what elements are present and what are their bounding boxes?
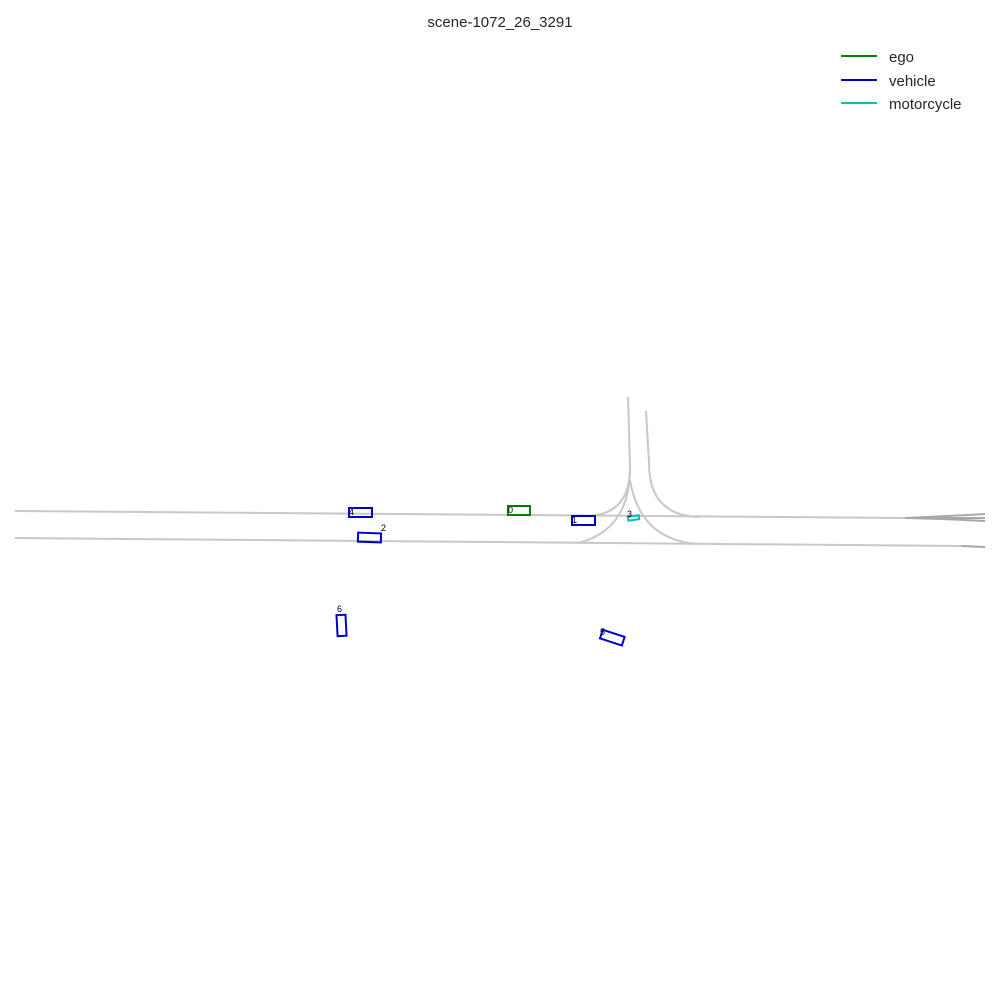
agent-box-vehicle — [571, 515, 596, 526]
lane-line — [648, 462, 699, 518]
agent-box-ego — [507, 505, 531, 516]
agent-id-label: 0 — [508, 505, 513, 515]
lane-line — [629, 479, 699, 545]
lane-line — [627, 396, 631, 469]
agents: 0 1 2 3 4 5 6 — [335, 505, 641, 647]
agent-id-label: 4 — [349, 507, 354, 517]
lane-line — [904, 517, 986, 522]
agent-id-label: 6 — [337, 604, 342, 614]
lane-network — [14, 396, 986, 548]
lane-line — [14, 510, 906, 519]
lane-line — [577, 467, 631, 544]
agent-id-label: 5 — [600, 627, 605, 637]
lane-line — [589, 467, 631, 517]
lane-line — [14, 537, 963, 547]
agent-box-vehicle — [598, 628, 626, 647]
lane-line — [645, 410, 650, 464]
agent-box-vehicle — [356, 531, 383, 544]
agent-id-label: 1 — [572, 515, 577, 525]
agent-box-vehicle — [348, 507, 373, 518]
agent-box-motorcycle — [626, 514, 641, 522]
scene-title: scene-1072_26_3291 — [427, 14, 572, 31]
legend-label: vehicle — [889, 73, 936, 90]
legend-label: ego — [889, 49, 914, 66]
agent-id-label: 2 — [381, 523, 386, 533]
agent-id-label: 3 — [627, 509, 632, 519]
legend-label: motorcycle — [889, 96, 962, 113]
legend: ego vehicle motorcycle — [841, 49, 962, 113]
lane-line — [961, 545, 986, 548]
agent-box-vehicle — [335, 613, 348, 638]
